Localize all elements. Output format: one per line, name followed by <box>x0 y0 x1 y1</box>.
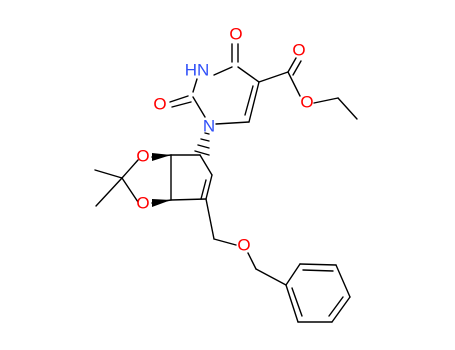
bond-ph-4-inner <box>328 296 344 317</box>
bond-ph-2-inner <box>302 269 334 272</box>
bond-c2-n1 <box>192 96 206 118</box>
bond-c6-c5 <box>248 81 260 123</box>
bond-c5-cester <box>258 71 289 83</box>
bond-cene-c4prime <box>205 174 213 200</box>
bond-oether-ch2 <box>313 97 339 104</box>
bond-ph-2 <box>299 263 337 266</box>
bond-ph-6 <box>285 284 299 323</box>
bond-o-cq-upper <box>121 159 139 179</box>
wedge-c2prime-o <box>152 153 171 161</box>
bond-ph-4 <box>331 296 351 323</box>
bond-c4prime-ch2 <box>205 198 215 240</box>
bond-ph-3 <box>335 264 351 298</box>
wedge-c3prime-o <box>152 199 171 207</box>
bond-cester-o <box>287 57 297 73</box>
atom-n-ring: N <box>203 116 215 135</box>
atom-o-upper-carbonyl: O <box>229 24 242 43</box>
atom-labels: O HN O N O O O O O <box>136 24 313 254</box>
bond-c4-n3 <box>213 66 233 76</box>
bond-ch2-ch3 <box>337 97 358 120</box>
atom-o-ester: O <box>300 92 313 111</box>
bond-cq-me-down <box>95 177 123 207</box>
bond-n1-c6 <box>215 121 250 125</box>
atom-o-dioxole-lower: O <box>136 193 149 212</box>
atom-nh: HN <box>185 60 210 79</box>
bond-ph-1 <box>285 263 301 286</box>
atom-o-ester-carbonyl: O <box>292 40 305 59</box>
atom-o-ether: O <box>237 235 250 254</box>
bond-o-cq-lower <box>121 177 139 203</box>
bond-group <box>94 43 358 323</box>
bond-c4-c5 <box>237 66 260 83</box>
atom-o-lower-carbonyl: O <box>153 94 166 113</box>
bond-c2-o-double <box>171 101 192 108</box>
bond-n1-c1prime-hashed <box>194 132 210 156</box>
bond-oether-ch2bn <box>247 252 257 270</box>
bond-c2-o <box>169 95 189 103</box>
bond-c6-c5-inner <box>244 85 254 116</box>
bond-c1prime-cene <box>199 154 213 176</box>
bond-cester-oether <box>287 71 301 97</box>
bond-n3-c2 <box>192 78 198 93</box>
bond-ch2-oether <box>213 238 237 246</box>
bond-cester-o-double <box>292 60 302 76</box>
bond-ph-6-inner <box>291 287 303 317</box>
bond-cq-me-up <box>94 169 123 179</box>
bond-ch2bn-phenyl <box>255 268 287 286</box>
bond-cene-c4prime-double <box>200 179 207 200</box>
bond-c4prime-c3prime <box>170 198 207 201</box>
atom-o-dioxole-upper: O <box>136 146 149 165</box>
